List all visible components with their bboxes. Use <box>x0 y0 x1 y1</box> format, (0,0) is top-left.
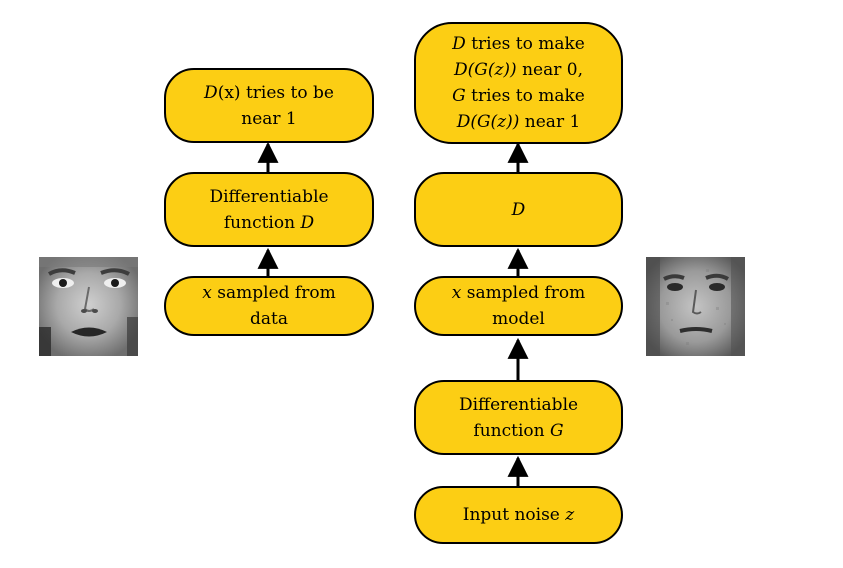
discriminator-real-output-box: D(x) tries to be near 1 <box>164 68 374 143</box>
text-differentiable: Differentiable <box>458 394 579 415</box>
text-near-1: near 1 <box>241 108 297 129</box>
text-sampled-from: sampled from <box>466 283 586 303</box>
math-d-of-g-of-z: D(G(z)) <box>453 60 517 80</box>
math-d: D <box>452 34 466 54</box>
math-d: D <box>300 212 315 233</box>
math-d: D <box>204 82 218 103</box>
discriminator-function-box-left: Differentiable function D <box>164 172 374 247</box>
math-g: G <box>549 420 564 441</box>
generator-function-box: Differentiable function G <box>414 380 623 455</box>
text-differentiable: Differentiable <box>209 186 329 207</box>
model-sample-box: x sampled from model <box>414 276 623 336</box>
text-near-0: near 0, <box>522 60 583 80</box>
text-function: function <box>223 212 296 233</box>
input-noise-box: Input noise z <box>414 486 623 544</box>
math-z: z <box>565 505 575 525</box>
data-sample-box: x sampled from data <box>164 276 374 336</box>
math-d: D <box>511 199 526 220</box>
text-function: function <box>473 420 545 441</box>
discriminator-box-right: D <box>414 172 623 247</box>
text-model: model <box>492 309 545 329</box>
text-near-1: near 1 <box>524 112 581 132</box>
text-tries-to-make: tries to make <box>471 34 585 54</box>
math-d-of-g-of-z: D(G(z)) <box>456 112 520 132</box>
adversarial-objective-box: D tries to make D(G(z)) near 0, G tries … <box>414 22 623 144</box>
math-g: G <box>452 86 466 106</box>
generated-face-image <box>646 257 745 356</box>
text-input-noise: Input noise <box>462 505 560 525</box>
text-tries-to-make: tries to make <box>471 86 585 106</box>
text-tries-to-be: (x) tries to be <box>217 82 334 103</box>
math-x: x <box>202 283 212 303</box>
math-x: x <box>451 283 462 303</box>
text-sampled-from: sampled from <box>217 283 336 303</box>
real-face-image <box>39 257 138 356</box>
text-data: data <box>250 309 288 329</box>
